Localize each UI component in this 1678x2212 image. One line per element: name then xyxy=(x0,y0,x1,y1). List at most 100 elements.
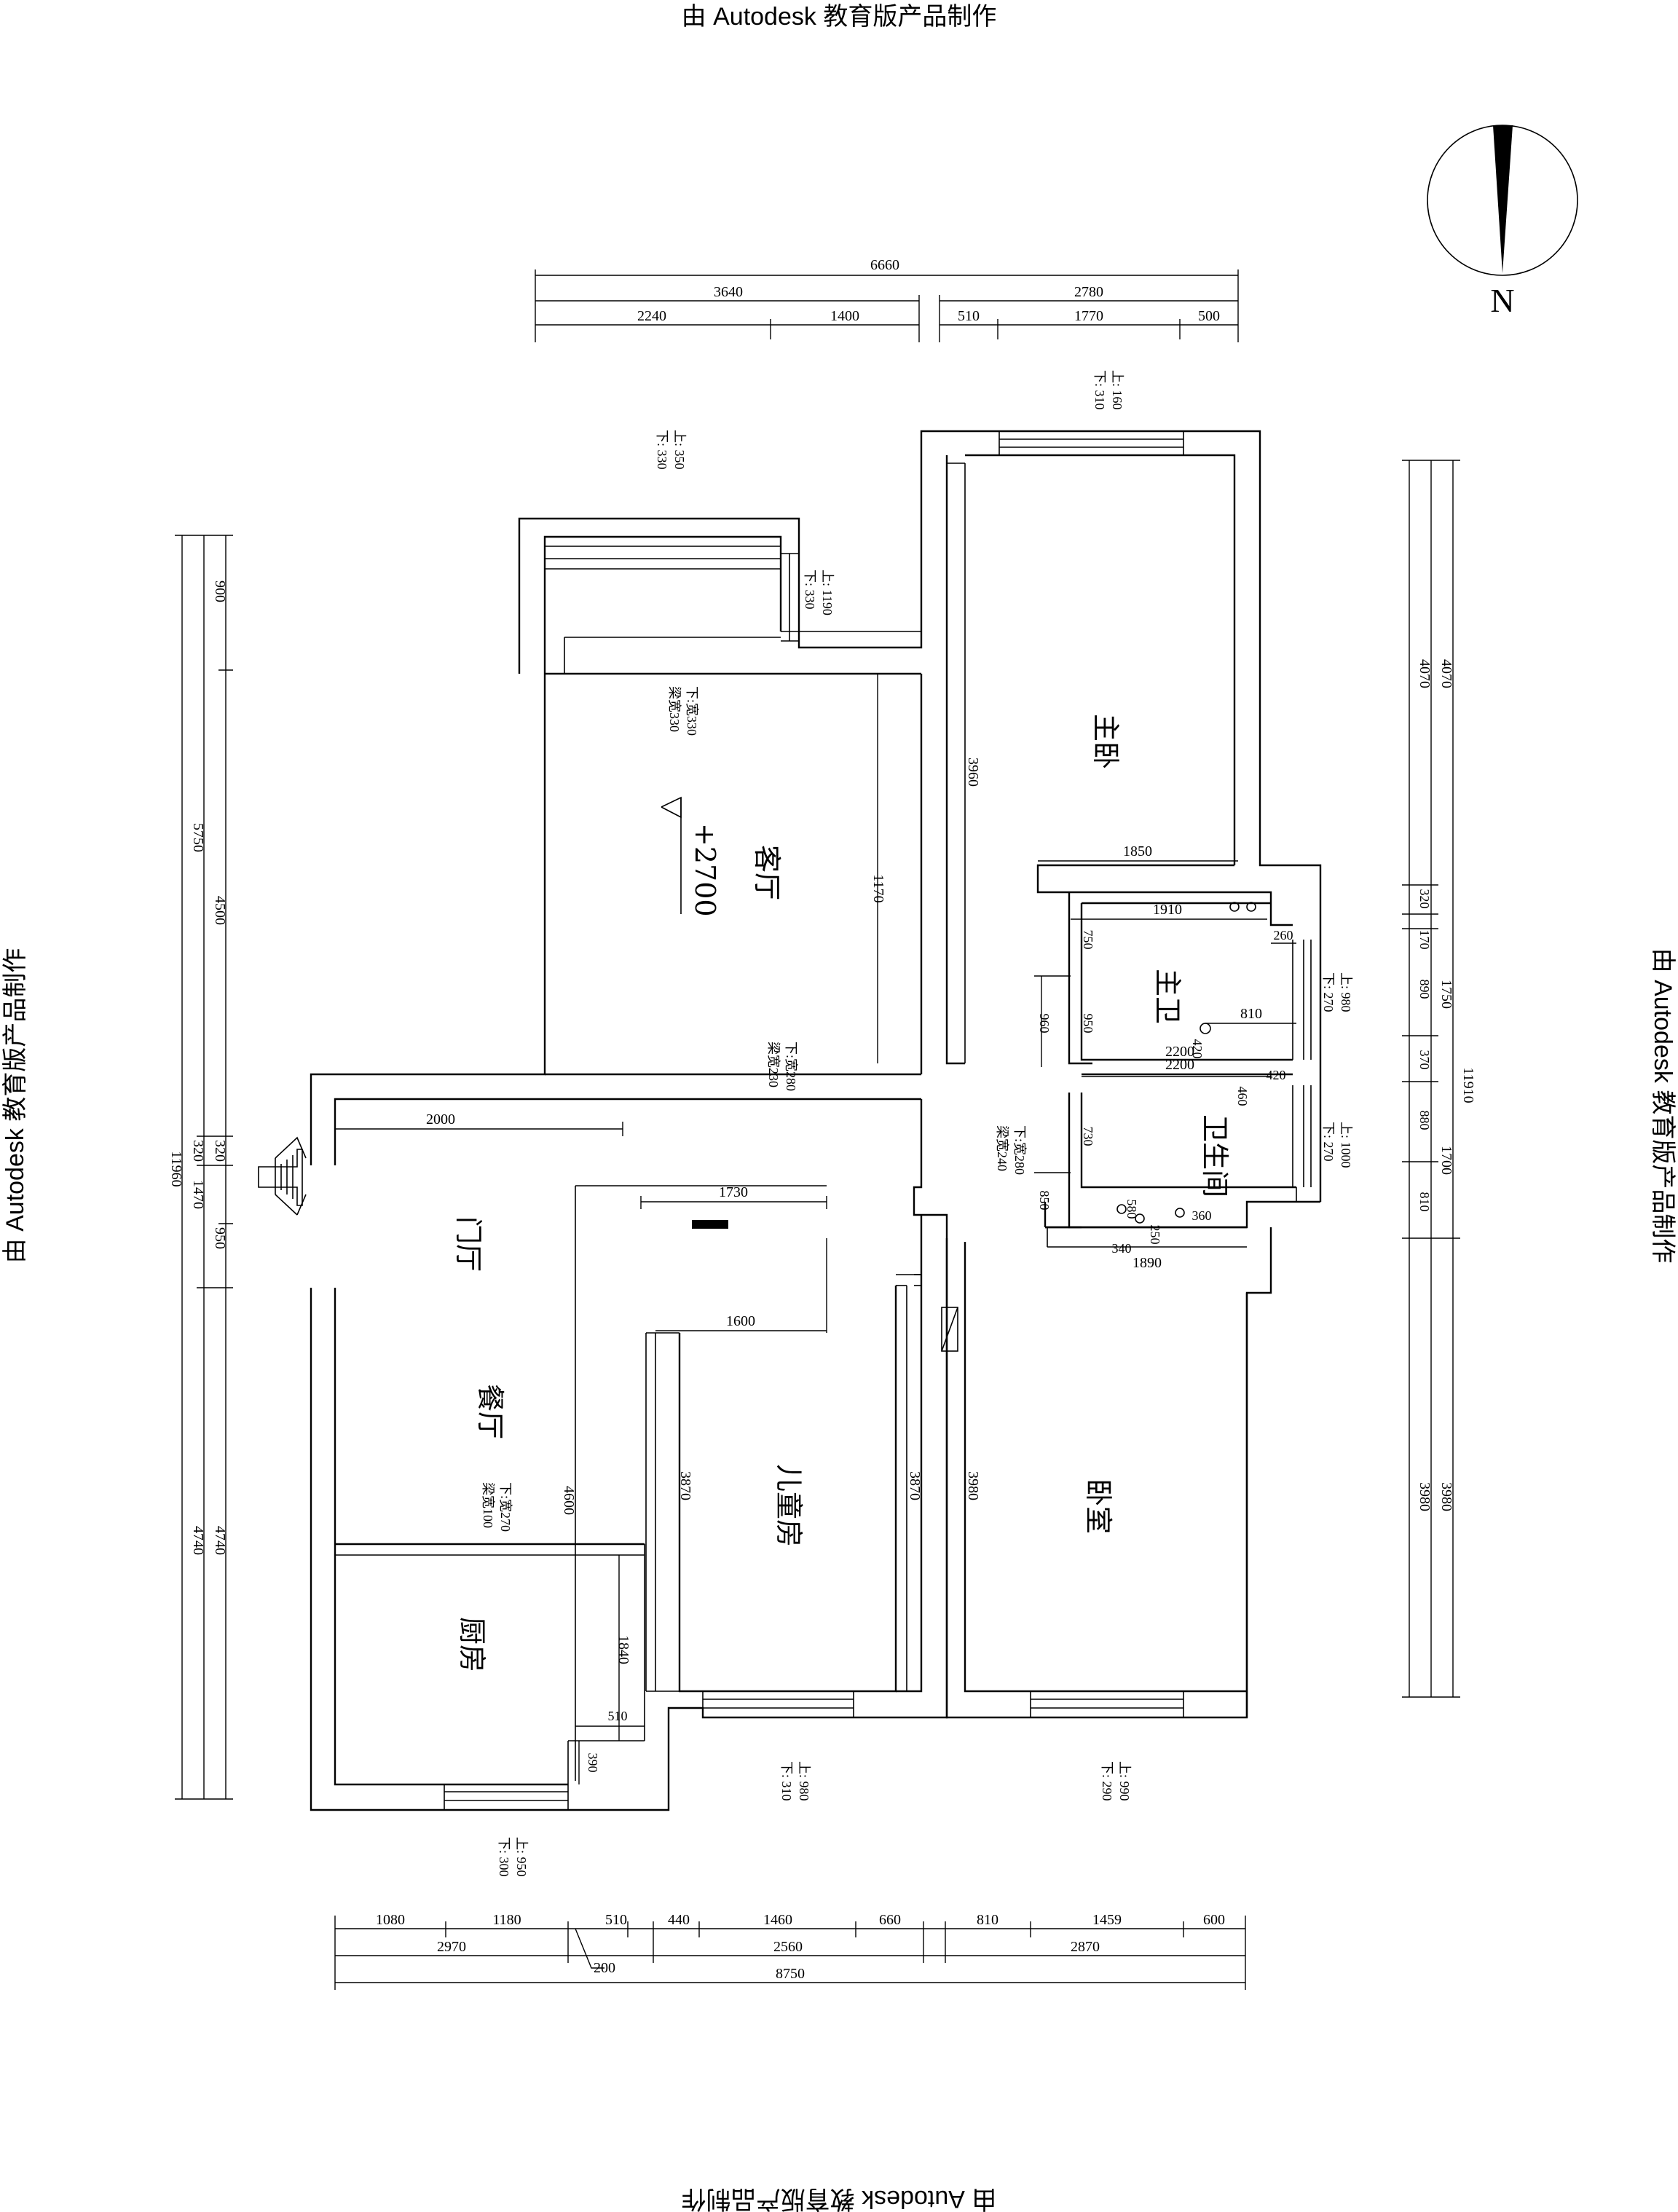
level-marker-icon xyxy=(661,796,682,819)
dim-360: 360 xyxy=(1192,1208,1212,1223)
dim-bottom-3: 510 xyxy=(605,1912,627,1928)
note-9-top: 下:宽270 xyxy=(498,1482,513,1532)
dim-top-b1: 510 xyxy=(958,308,980,324)
note-2-bottom: 下: 310 xyxy=(1092,370,1107,410)
dim-top-b: 2780 xyxy=(1074,284,1103,300)
dim-left-c1: 950 xyxy=(212,1227,228,1249)
dim-580: 580 xyxy=(1124,1200,1139,1219)
dim-top-a1: 2240 xyxy=(637,308,666,324)
note-11-top: 上: 990 xyxy=(1117,1761,1132,1801)
room-dining: 餐厅 xyxy=(474,1384,506,1439)
dim-right-c1: 880 xyxy=(1417,1111,1432,1130)
watermark-left: 由 Autodesk 教育版产品制作 xyxy=(1,948,29,1264)
dim-bottom-9: 600 xyxy=(1203,1912,1225,1928)
dim-right-b1: 320 xyxy=(1417,889,1432,909)
dim-top-a: 3640 xyxy=(714,284,743,300)
note-1-bottom: 下: 330 xyxy=(655,430,669,470)
note-7-top: 上: 980 xyxy=(1339,972,1353,1012)
note-2-top: 上: 160 xyxy=(1110,370,1124,410)
watermark-top: 由 Autodesk 教育版产品制作 xyxy=(682,3,997,31)
dim-bottom-6: 660 xyxy=(879,1912,901,1928)
dim-right-a2: 4070 xyxy=(1417,659,1433,688)
note-5-top: 下:宽280 xyxy=(784,1042,798,1091)
dim-1840: 1840 xyxy=(615,1635,631,1664)
note-9-bottom: 梁宽100 xyxy=(481,1482,495,1528)
dim-bottom-1: 1080 xyxy=(376,1912,405,1928)
room-kitchen: 厨房 xyxy=(456,1617,488,1672)
note-6-top: 下:宽280 xyxy=(1012,1125,1027,1175)
dim-420a: 420 xyxy=(1190,1039,1205,1059)
radiator-icon xyxy=(692,1220,728,1229)
dim-bottom-2970: 2970 xyxy=(437,1939,466,1955)
dim-810: 810 xyxy=(1240,1006,1262,1022)
room-master: 主卧 xyxy=(1090,714,1122,769)
dim-3960: 3960 xyxy=(965,757,981,787)
dim-left-a: 5750 xyxy=(190,823,206,852)
note-3-top: 上: 1190 xyxy=(820,570,835,615)
dim-960: 960 xyxy=(1037,1014,1052,1034)
dim-left-b: 320 xyxy=(190,1140,206,1162)
dimensions-bottom: 1080 1180 510 440 1460 660 810 1459 600 … xyxy=(334,1912,1246,1990)
dim-right-c2: 810 xyxy=(1417,1192,1432,1212)
dim-bottom-5: 1460 xyxy=(763,1912,792,1928)
room-bath: 卫生间 xyxy=(1199,1114,1231,1197)
level-text: +2700 xyxy=(689,823,721,917)
note-5-bottom: 梁宽230 xyxy=(766,1042,781,1087)
room-foyer: 门厅 xyxy=(452,1216,484,1272)
dim-1170: 1170 xyxy=(870,874,886,902)
dim-left-a1: 900 xyxy=(212,580,228,602)
watermark-bottom: 由 Autodesk 教育版产品制作 xyxy=(682,2185,997,2212)
dim-950: 950 xyxy=(1081,1014,1095,1034)
dim-1600: 1600 xyxy=(726,1313,755,1329)
dim-1730: 1730 xyxy=(719,1184,748,1200)
dim-top-b2: 1770 xyxy=(1074,308,1103,324)
dim-bottom-7: 810 xyxy=(977,1912,998,1928)
dim-right-b4: 370 xyxy=(1417,1050,1432,1070)
note-10-top: 上: 980 xyxy=(797,1761,811,1801)
drain-icon xyxy=(1229,902,1240,912)
dim-left-d2: 4740 xyxy=(212,1526,228,1555)
dim-3870a: 3870 xyxy=(677,1471,693,1500)
note-3-bottom: 下: 330 xyxy=(803,570,817,610)
dim-510: 510 xyxy=(608,1709,628,1723)
dim-right-b: 1750 xyxy=(1438,980,1454,1009)
dim-bottom-200: 200 xyxy=(594,1960,615,1976)
drain-icon xyxy=(1200,1023,1211,1034)
drain-icon xyxy=(1116,1204,1127,1214)
drain-icon xyxy=(1246,902,1256,912)
dim-2000: 2000 xyxy=(426,1111,455,1127)
room-bedroom: 卧室 xyxy=(1082,1479,1114,1534)
dimensions-right: 11910 4070 4070 1750 1700 3980 3980 320 … xyxy=(1402,460,1476,1698)
dim-850: 850 xyxy=(1037,1191,1052,1211)
notes: 上: 350 下: 330 上: 160 下: 310 上: 1190 下: 3… xyxy=(481,370,1353,1877)
dim-right-total: 11910 xyxy=(1460,1067,1476,1103)
dim-1910: 1910 xyxy=(1153,902,1182,918)
walls xyxy=(310,430,1322,1811)
entrance-arrow-icon xyxy=(258,1136,307,1216)
room-kids: 儿童房 xyxy=(773,1464,805,1547)
note-8-bottom: 下: 270 xyxy=(1321,1122,1336,1162)
dim-right-b3: 890 xyxy=(1417,980,1432,999)
dim-left-b2: 320 xyxy=(212,1140,228,1162)
dim-bottom-2870: 2870 xyxy=(1071,1939,1100,1955)
north-label: N xyxy=(1490,282,1514,319)
dim-2200a: 2200 xyxy=(1165,1044,1194,1060)
dim-top-total: 6660 xyxy=(870,257,899,273)
dim-right-d2: 3980 xyxy=(1417,1482,1433,1511)
dim-right-d: 3980 xyxy=(1438,1482,1454,1511)
watermark-right: 由 Autodesk 教育版产品制作 xyxy=(1649,948,1677,1264)
dim-750: 750 xyxy=(1081,930,1095,950)
dimensions-inner: 1850 1910 260 750 960 950 810 420 2200 2… xyxy=(335,757,1296,1784)
dim-2200b: 2200 xyxy=(1165,1057,1194,1073)
dim-left-a2: 4500 xyxy=(212,896,228,925)
note-6-bottom: 梁宽240 xyxy=(995,1125,1009,1171)
dim-bottom-8: 1459 xyxy=(1092,1912,1122,1928)
dim-top-a2: 1400 xyxy=(830,308,859,324)
dim-bottom-2: 1180 xyxy=(492,1912,521,1928)
drain-icon xyxy=(1135,1213,1145,1224)
fixtures xyxy=(692,902,1256,1229)
note-12-top: 上: 950 xyxy=(514,1837,529,1877)
dim-730: 730 xyxy=(1081,1127,1095,1146)
dim-390: 390 xyxy=(586,1753,600,1773)
